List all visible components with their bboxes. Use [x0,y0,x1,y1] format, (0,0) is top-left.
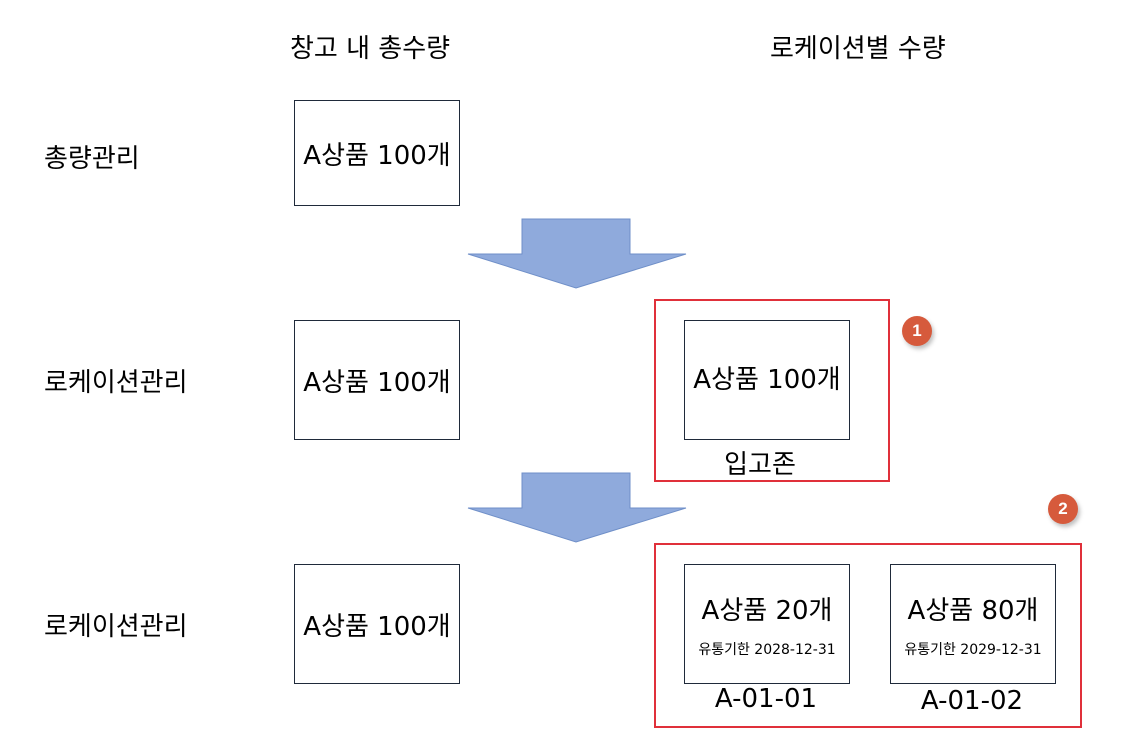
receiving-zone-quantity-text: A상품 100개 [693,365,841,395]
total-quantity-box-row3: A상품 100개 [294,564,460,684]
column-header-total: 창고 내 총수량 [290,34,451,64]
location-box-a-01-01: A상품 20개 유통기한 2028-12-31 [684,564,850,684]
location-quantity-text: A상품 80개 [907,595,1039,626]
location-expiry-text: 유통기한 2029-12-31 [904,641,1042,658]
total-quantity-box-row2: A상품 100개 [294,320,460,440]
row-label-location-management-1: 로케이션관리 [44,368,188,398]
location-quantity-text: A상품 20개 [701,595,833,626]
row-label-total-management: 총량관리 [44,144,140,174]
total-quantity-text-row2: A상품 100개 [303,367,451,398]
step-badge-2: 2 [1048,494,1078,524]
location-expiry-text: 유통기한 2028-12-31 [698,641,836,658]
receiving-zone-label: 입고존 [724,450,796,480]
highlight-frame-storage-locations [654,543,1082,728]
down-arrow-icon-2 [467,472,687,543]
total-quantity-box: A상품 100개 [294,100,460,206]
location-code-label: A-01-01 [714,684,818,714]
total-quantity-text: A상품 100개 [303,140,451,171]
column-header-location: 로케이션별 수량 [770,34,946,64]
down-arrow-icon-1 [467,218,687,289]
highlight-frame-receiving-zone [654,299,890,482]
location-box-a-01-02: A상품 80개 유통기한 2029-12-31 [890,564,1056,684]
location-code-label: A-01-02 [920,686,1024,716]
receiving-zone-box: A상품 100개 [684,320,850,440]
total-quantity-text-row3: A상품 100개 [303,611,451,642]
step-badge-1: 1 [902,316,932,346]
row-label-location-management-2: 로케이션관리 [44,612,188,642]
